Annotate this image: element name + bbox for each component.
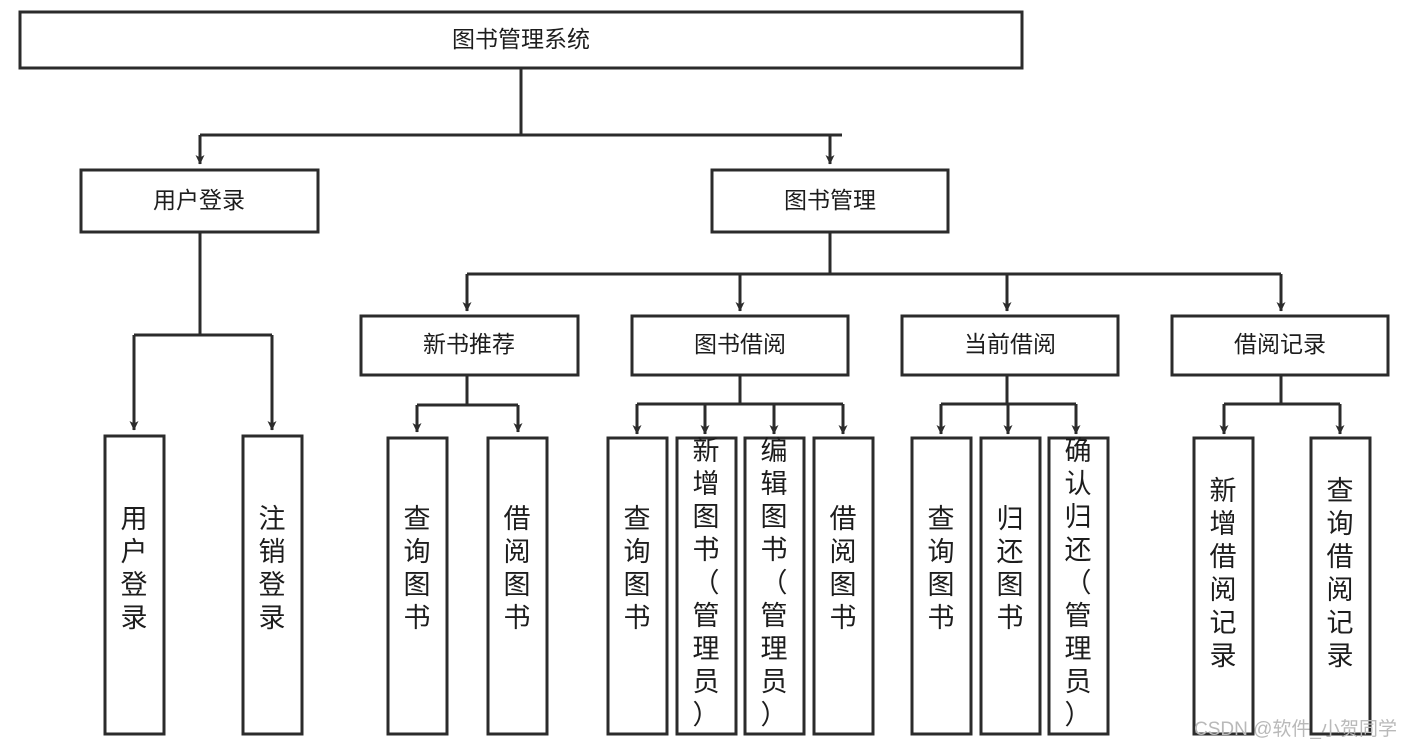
leaf-label: 借阅图书 — [830, 504, 857, 633]
leaf-label: 确认归还（管理员） — [1065, 436, 1092, 730]
leaf-label: 查询图书 — [928, 504, 955, 633]
leaf-label: 编辑图书（管理员） — [761, 436, 788, 730]
leaf-label: 查询图书 — [404, 504, 431, 633]
node-current-borrow-label: 当前借阅 — [964, 331, 1056, 357]
node-book-management[interactable]: 图书管理 — [710, 168, 950, 234]
edge-recommend-to-leaves — [412, 375, 523, 433]
node-user-login-label: 用户登录 — [153, 187, 245, 213]
node-new-book-recommend[interactable]: 新书推荐 — [359, 314, 580, 377]
leaf-record-query-record[interactable]: 查询借阅记录 — [1309, 436, 1372, 736]
leaf-current-return-book[interactable]: 归还图书 — [979, 436, 1042, 736]
leaf-label: 注销登录 — [259, 504, 286, 633]
node-borrow-record-label: 借阅记录 — [1234, 331, 1326, 357]
leaf-user-login-login[interactable]: 用户登录 — [103, 434, 166, 736]
leaf-recommend-query-book[interactable]: 查询图书 — [386, 436, 449, 736]
node-book-borrow[interactable]: 图书借阅 — [630, 314, 850, 377]
node-borrow-record[interactable]: 借阅记录 — [1170, 314, 1390, 377]
leaf-label: 归还图书 — [997, 504, 1024, 633]
node-root-label: 图书管理系统 — [452, 26, 590, 52]
leaf-label: 查询图书 — [624, 504, 651, 633]
edge-current-to-leaves — [936, 375, 1081, 435]
leaf-label: 用户登录 — [121, 504, 148, 633]
leaf-recommend-borrow-book[interactable]: 借阅图书 — [486, 436, 549, 736]
leaf-record-add-record[interactable]: 新增借阅记录 — [1192, 436, 1255, 736]
leaf-borrow-add-book-admin[interactable]: 新增图书（管理员） — [675, 436, 738, 736]
edge-root-to-level2 — [195, 68, 842, 165]
node-new-book-recommend-label: 新书推荐 — [423, 331, 515, 357]
leaf-borrow-borrow-book[interactable]: 借阅图书 — [812, 436, 875, 736]
leaf-label: 新增借阅记录 — [1210, 476, 1237, 671]
leaf-label: 新增图书（管理员） — [693, 436, 720, 730]
leaf-borrow-edit-book-admin[interactable]: 编辑图书（管理员） — [743, 436, 806, 736]
leaf-current-confirm-return-admin[interactable]: 确认归还（管理员） — [1047, 436, 1110, 736]
node-current-borrow[interactable]: 当前借阅 — [900, 314, 1120, 377]
node-root[interactable]: 图书管理系统 — [18, 10, 1024, 70]
node-user-login[interactable]: 用户登录 — [79, 168, 320, 234]
edge-borrow-to-leaves — [632, 375, 848, 435]
node-book-management-label: 图书管理 — [784, 187, 876, 213]
leaf-current-query-book[interactable]: 查询图书 — [910, 436, 973, 736]
leaf-user-login-logout[interactable]: 注销登录 — [241, 434, 304, 736]
edge-record-to-leaves — [1219, 375, 1345, 435]
edge-book-mgmt-to-level3 — [462, 232, 1286, 312]
leaf-label: 借阅图书 — [504, 504, 531, 633]
leaf-borrow-query-book[interactable]: 查询图书 — [606, 436, 669, 736]
edge-user-login-to-leaves — [129, 232, 277, 431]
leaf-label: 查询借阅记录 — [1327, 476, 1354, 671]
node-book-borrow-label: 图书借阅 — [694, 331, 786, 357]
